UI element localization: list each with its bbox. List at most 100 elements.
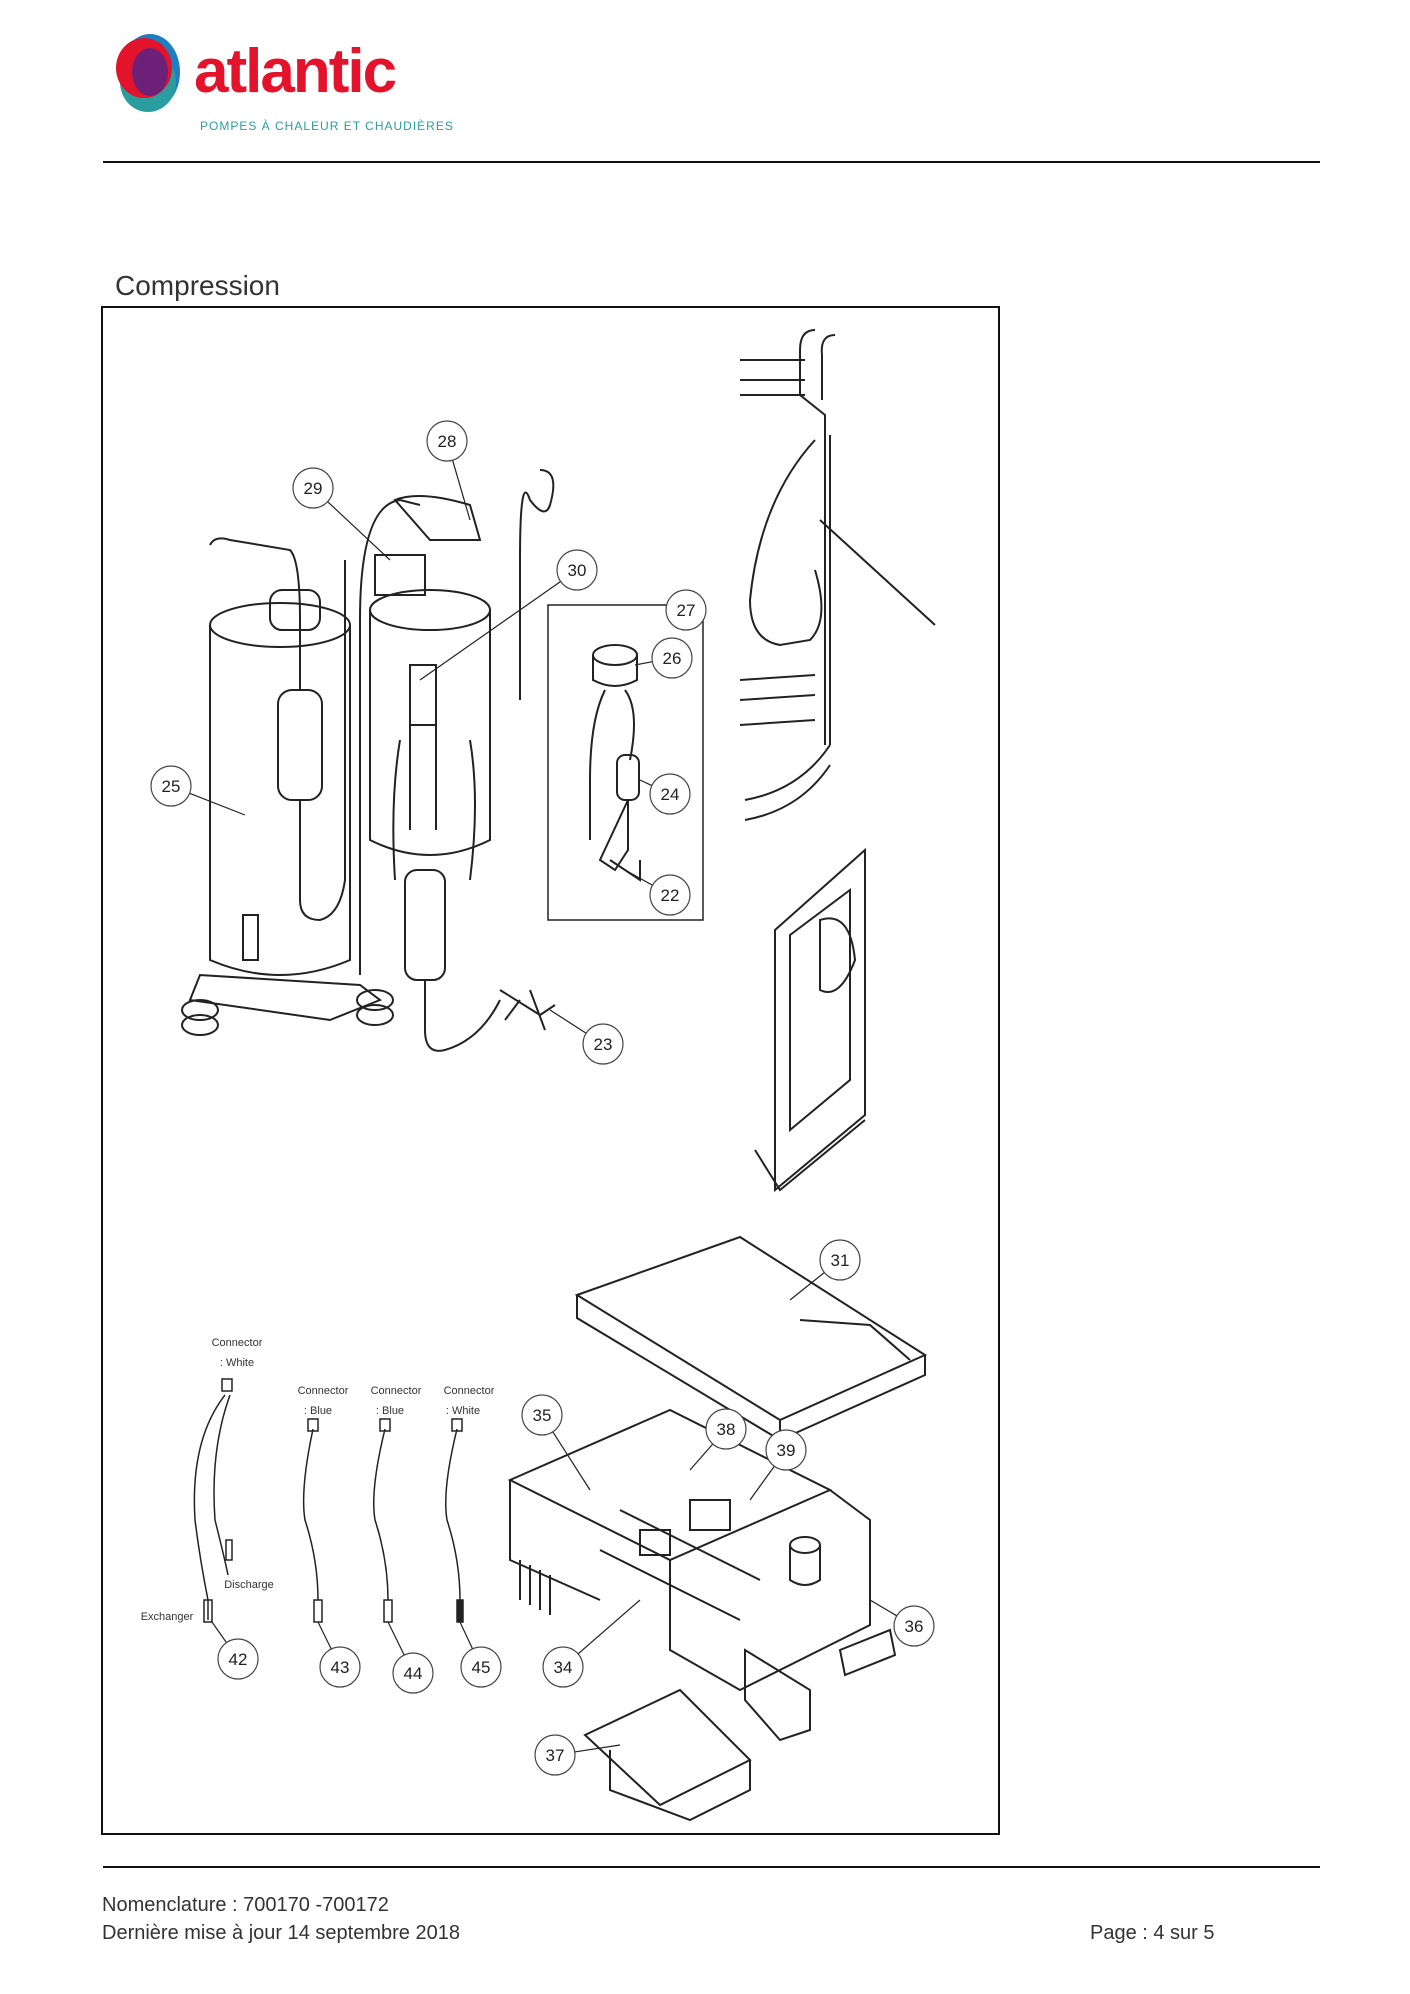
callout-number: 27 xyxy=(677,601,696,620)
callout-22: 22 xyxy=(624,869,691,916)
callout-circle xyxy=(893,1605,935,1647)
callout-number: 24 xyxy=(661,785,680,804)
inset-valve-drawing xyxy=(589,644,641,882)
callout-circle xyxy=(217,1638,259,1680)
cable-42-connector-color: : White xyxy=(220,1357,254,1369)
callout-number: 44 xyxy=(404,1664,423,1683)
callout-39: 39 xyxy=(749,1429,807,1501)
terminal-block-drawing xyxy=(838,1628,897,1677)
callout-circle xyxy=(765,1429,807,1471)
callout-31: 31 xyxy=(789,1239,861,1301)
callout-number: 26 xyxy=(663,649,682,668)
callout-number: 25 xyxy=(162,777,181,796)
callout-leader-line xyxy=(211,1621,227,1643)
callout-number: 34 xyxy=(554,1658,573,1677)
callout-circle xyxy=(319,1646,361,1688)
copper-pipe-assembly-drawing xyxy=(739,329,936,821)
callout-circle xyxy=(426,420,468,462)
callout-circle xyxy=(582,1023,624,1065)
callout-circle xyxy=(460,1646,502,1688)
callout-circle xyxy=(649,773,691,815)
cable-42-connector-label: Connector xyxy=(212,1337,263,1349)
callout-leader-line xyxy=(549,1009,587,1034)
callout-44: 44 xyxy=(387,1621,434,1694)
callout-leader-line xyxy=(552,1431,591,1491)
cable-43-connector-color: : Blue xyxy=(304,1405,332,1417)
header-divider xyxy=(103,161,1320,163)
callout-leader-line xyxy=(577,1599,641,1655)
callout-number: 39 xyxy=(777,1441,796,1460)
callout-circle xyxy=(392,1652,434,1694)
callout-number: 30 xyxy=(568,561,587,580)
callout-number: 31 xyxy=(831,1251,850,1270)
callout-circle xyxy=(705,1408,747,1450)
logo-tagline: POMPES À CHALEUR ET CHAUDIÈRES xyxy=(200,118,454,133)
callout-circle xyxy=(665,589,707,631)
callout-25: 25 xyxy=(150,765,246,816)
callout-number: 28 xyxy=(438,432,457,451)
callout-30: 30 xyxy=(419,549,598,681)
cable-44-connector-color: : Blue xyxy=(376,1405,404,1417)
callout-27: 27 xyxy=(665,589,707,631)
callout-circle xyxy=(651,637,693,679)
page-number: Page : 4 sur 5 xyxy=(1090,1922,1215,1944)
callout-circle xyxy=(819,1239,861,1281)
callout-leader-line xyxy=(634,661,653,666)
svg-text:atlantic: atlantic xyxy=(194,37,396,106)
callout-36: 36 xyxy=(869,1599,935,1647)
callout-35: 35 xyxy=(521,1394,591,1491)
callout-number: 42 xyxy=(229,1650,248,1669)
callout-leader-line xyxy=(789,1272,825,1301)
callout-42: 42 xyxy=(211,1621,259,1680)
callout-26: 26 xyxy=(634,637,693,679)
callout-leader-line xyxy=(574,1744,621,1753)
callout-number: 29 xyxy=(304,479,323,498)
callout-leader-line xyxy=(689,1443,714,1471)
discharge-label: Discharge xyxy=(224,1579,274,1591)
callout-34: 34 xyxy=(542,1599,641,1688)
fan-cover-drawing xyxy=(583,1688,752,1822)
section-title: Compression xyxy=(115,270,280,301)
callout-circle xyxy=(292,467,334,509)
callout-23: 23 xyxy=(549,1009,624,1065)
callout-leader-line xyxy=(419,580,561,681)
sensor-cables-drawing xyxy=(193,1378,464,1623)
piping-drawing xyxy=(359,469,556,1052)
callout-number: 22 xyxy=(661,886,680,905)
nomenclature: Nomenclature : 700170 -700172 xyxy=(102,1894,389,1916)
footer-divider xyxy=(103,1866,1320,1868)
cable-45-connector-label: Connector xyxy=(444,1385,495,1397)
callout-leader-line xyxy=(639,779,653,787)
callout-leader-line xyxy=(624,869,653,886)
callout-29: 29 xyxy=(292,467,391,561)
callout-number: 45 xyxy=(472,1658,491,1677)
exploded-diagram-frame xyxy=(101,306,1000,1835)
callout-number: 23 xyxy=(594,1035,613,1054)
callout-circle xyxy=(150,765,192,807)
callout-37: 37 xyxy=(534,1734,621,1776)
callout-circle xyxy=(649,874,691,916)
callout-38: 38 xyxy=(689,1408,747,1471)
cable-43-connector-label: Connector xyxy=(298,1385,349,1397)
callout-circle xyxy=(542,1646,584,1688)
callout-leader-line xyxy=(317,1621,332,1650)
callout-leader-line xyxy=(327,501,391,561)
callout-leader-line xyxy=(749,1465,775,1501)
compressor-drawing xyxy=(181,537,394,1036)
callout-leader-line xyxy=(869,1599,898,1617)
callout-43: 43 xyxy=(317,1621,361,1688)
callout-number: 35 xyxy=(533,1406,552,1425)
inset-box-27 xyxy=(547,604,704,921)
callout-number: 37 xyxy=(546,1746,565,1765)
callout-leader-line xyxy=(189,792,246,816)
callout-24: 24 xyxy=(639,773,691,815)
cable-45-connector-color: : White xyxy=(446,1405,480,1417)
cover-drawing xyxy=(574,1235,928,1442)
callout-28: 28 xyxy=(426,420,471,521)
logo: atlantic POMPES À CHALEUR ET CHAUDIÈRES xyxy=(112,30,492,134)
last-updated: Dernière mise à jour 14 septembre 2018 xyxy=(102,1922,460,1944)
callout-circle xyxy=(534,1734,576,1776)
cable-44-connector-label: Connector xyxy=(371,1385,422,1397)
callout-number: 38 xyxy=(717,1420,736,1439)
